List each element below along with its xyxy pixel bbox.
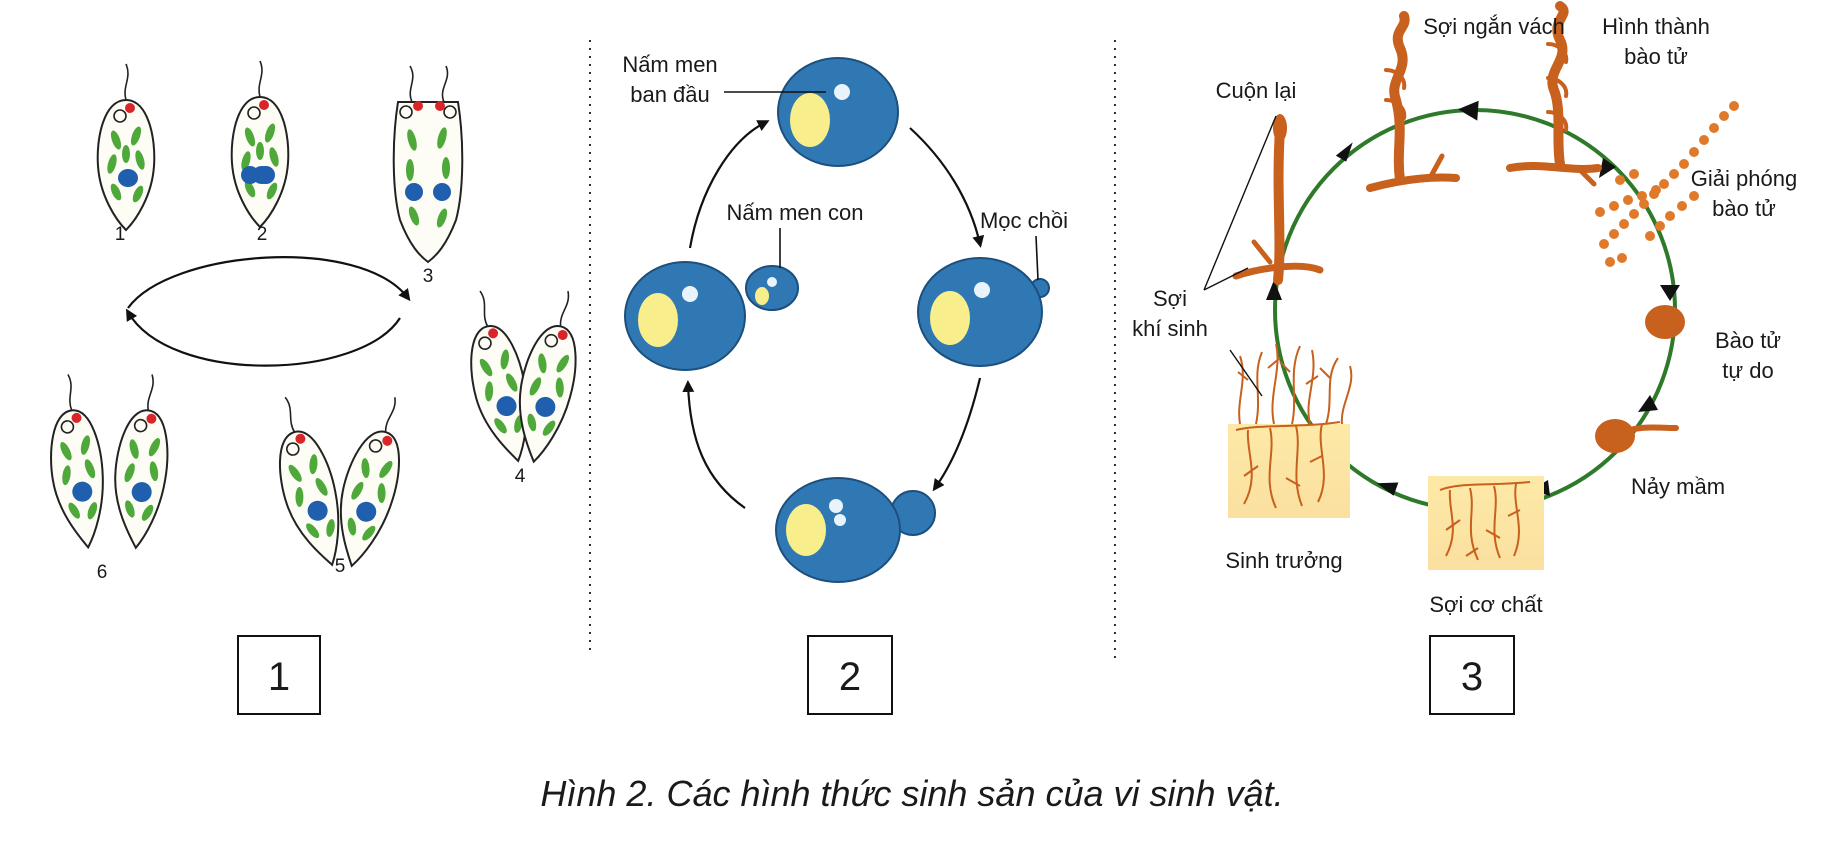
svg-text:bào tử: bào tử xyxy=(1712,196,1776,221)
free-spore xyxy=(1645,305,1685,339)
svg-text:Hình thành: Hình thành xyxy=(1602,14,1710,39)
label-spore-form: Hình thành bào tử xyxy=(1602,14,1710,69)
fission-cycle-arrows xyxy=(125,256,411,367)
leader-aerial xyxy=(1203,267,1249,291)
euglena-stage-1 xyxy=(96,63,156,231)
spore-forming-hypha xyxy=(1506,1,1602,187)
figure-caption: Hình 2. Các hình thức sinh sản của vi si… xyxy=(540,773,1283,814)
svg-text:khí sinh: khí sinh xyxy=(1132,316,1208,341)
euglena-stage-2 xyxy=(230,60,290,228)
panel-number-1: 1 xyxy=(268,655,290,699)
panel-3-spore-cycle: Cuộn lại Sợi ngắn vách Hình thành bào tử… xyxy=(1132,1,1797,715)
euglena-stage-3 xyxy=(392,65,464,264)
leader-budding xyxy=(1035,235,1039,281)
svg-text:ban đầu: ban đầu xyxy=(630,82,710,107)
label-free-spore: Bào tử tự do xyxy=(1715,328,1781,383)
svg-text:Sợi: Sợi xyxy=(1153,286,1187,311)
yeast-parent-cell xyxy=(777,57,899,167)
yeast-budding-cell xyxy=(917,257,1050,367)
panel-number-3: 3 xyxy=(1461,655,1483,699)
panel-number-2: 2 xyxy=(839,655,861,699)
label-growth: Sinh trưởng xyxy=(1225,548,1342,573)
growth-hyphae xyxy=(1228,343,1353,518)
label-coil: Cuộn lại xyxy=(1216,78,1297,103)
label-budding: Mọc chồi xyxy=(980,208,1068,233)
stage-number-4: 4 xyxy=(515,466,526,487)
euglena-stage-5 xyxy=(258,389,420,574)
panel-2-budding: Nấm men ban đầu Nấm men con Mọc chồi 2 xyxy=(622,52,1068,715)
released-spore-chains xyxy=(1595,101,1739,267)
panel-1-binary-fission: 1 2 3 4 5 6 1 xyxy=(40,60,593,715)
svg-text:bào tử: bào tử xyxy=(1624,44,1688,69)
yeast-daughter-bud xyxy=(745,265,799,311)
euglena-stage-4 xyxy=(453,284,593,468)
yeast-with-daughter-cell xyxy=(624,261,799,371)
stage-number-6: 6 xyxy=(97,562,108,583)
yeast-bud-growing-cell xyxy=(775,477,936,583)
label-septum: Sợi ngắn vách xyxy=(1423,14,1565,39)
stage-number-2: 2 xyxy=(257,224,268,245)
panel-number-box-2 xyxy=(807,635,893,715)
svg-text:Nấm men: Nấm men xyxy=(622,52,717,77)
stage-number-5: 5 xyxy=(335,556,346,577)
svg-text:Bào tử: Bào tử xyxy=(1715,328,1781,353)
svg-text:Giải phóng: Giải phóng xyxy=(1691,166,1797,191)
septate-hypha xyxy=(1366,11,1460,192)
substrate-hyphae xyxy=(1428,476,1544,570)
panel-number-box-1 xyxy=(237,635,321,715)
label-daughter-yeast: Nấm men con xyxy=(727,200,864,225)
euglena-stage-6 xyxy=(40,370,178,552)
coiled-hypha xyxy=(1232,114,1324,285)
label-spore-release: Giải phóng bào tử xyxy=(1691,166,1797,221)
svg-text:tự do: tự do xyxy=(1722,358,1773,383)
stage-number-1: 1 xyxy=(115,224,126,245)
budding-cycle-arrows xyxy=(682,120,985,509)
label-germinate: Nảy mầm xyxy=(1631,474,1725,499)
label-parent-yeast: Nấm men ban đầu xyxy=(622,52,717,107)
leader-aerial-2 xyxy=(1229,349,1263,397)
label-aerial: Sợi khí sinh xyxy=(1132,286,1208,341)
stage-number-3: 3 xyxy=(423,266,434,287)
germinating-spore xyxy=(1595,419,1679,453)
panel-number-box-3 xyxy=(1429,635,1515,715)
label-substrate: Sợi cơ chất xyxy=(1429,592,1542,617)
leader-coil xyxy=(1203,115,1277,291)
